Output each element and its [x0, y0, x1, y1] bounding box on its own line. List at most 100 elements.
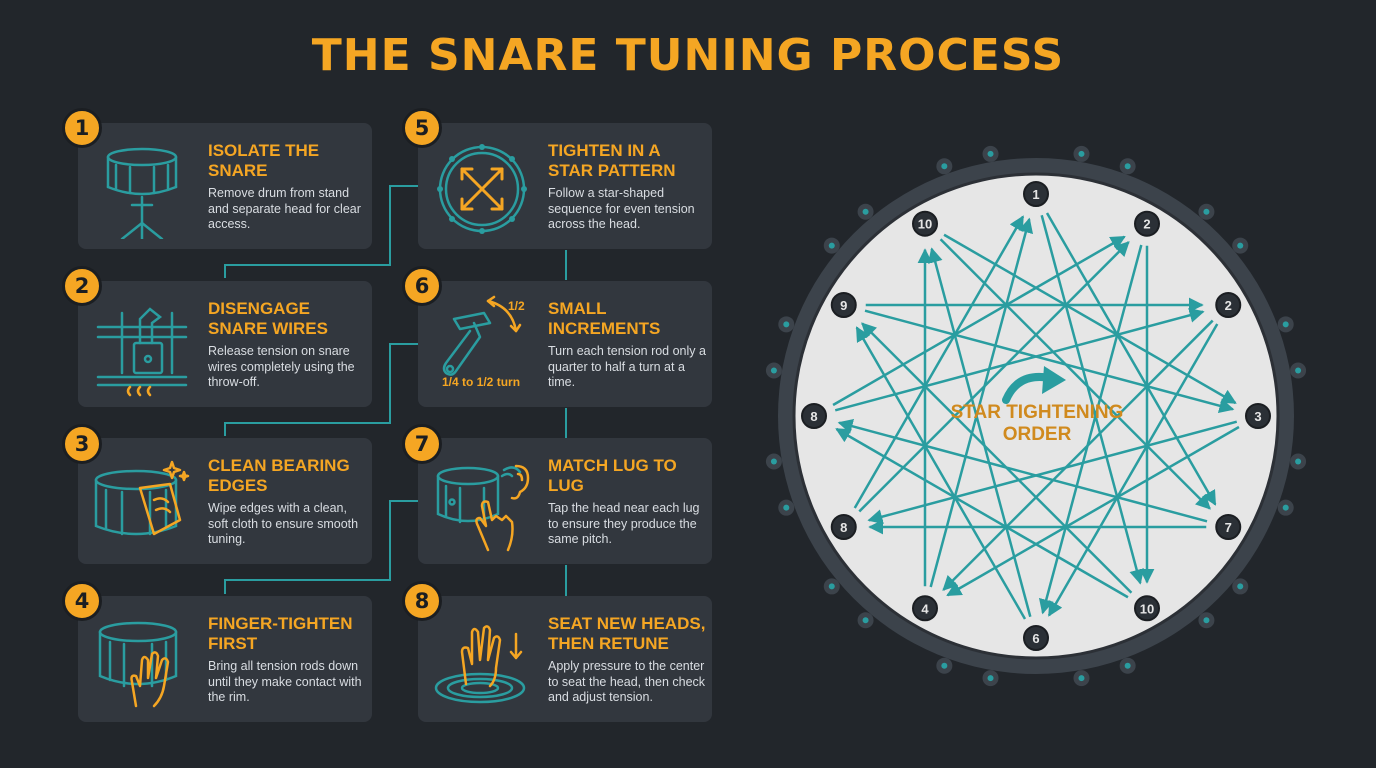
- step-badge-7: 7: [402, 424, 442, 464]
- lug-number: 4: [921, 601, 929, 616]
- lug-number: 3: [1254, 409, 1261, 424]
- rim-tab-dot: [783, 321, 790, 328]
- star-arrow: [861, 322, 1133, 594]
- rim-tab-dot: [1124, 662, 1131, 669]
- step-badge-2: 2: [62, 266, 102, 306]
- drum-head: [792, 172, 1280, 660]
- star-arrow: [1038, 244, 1143, 615]
- step-description: Wipe edges with a clean, soft cloth to e…: [208, 501, 359, 546]
- rim-tab-dot: [1203, 208, 1210, 215]
- snare-on-stand-icon: [106, 147, 178, 239]
- step-card-2: DISENGAGE SNARE WIRES Release tension on…: [78, 281, 372, 407]
- drum-key-icon: [442, 295, 522, 376]
- step-card-5: TIGHTEN IN A STAR PATTERN Follow a star-…: [418, 123, 712, 249]
- rim-tab-dot: [828, 583, 835, 590]
- rim-tab-dot: [770, 458, 777, 465]
- lug-marker: [830, 292, 857, 318]
- drum-center-label: STAR TIGHTENING ORDER: [950, 402, 1124, 445]
- step-card-3: CLEAN BEARING EDGES Wipe edges with a cl…: [78, 438, 372, 564]
- rim-tab-dot: [862, 617, 869, 624]
- step-title: MATCH LUG TO LUG: [548, 456, 677, 495]
- step-title: FINGER-TIGHTEN FIRST: [208, 614, 353, 653]
- rim-tab-dot: [1295, 367, 1302, 374]
- step-badge-1: 1: [62, 108, 102, 148]
- step-badge-3: 3: [62, 424, 102, 464]
- center-arrow-head: [1042, 366, 1066, 394]
- step-card-8: SEAT NEW HEADS, THEN RETUNE Apply pressu…: [418, 596, 712, 722]
- rim-tab-dot: [828, 242, 835, 249]
- star-arrow: [939, 238, 1211, 510]
- rim-tab-dot: [987, 675, 994, 682]
- star-arrow: [943, 233, 1237, 405]
- step-title: SMALL INCREMENTS: [548, 299, 661, 338]
- step-description: Bring all tension rods down until they m…: [208, 659, 362, 704]
- step-title: SEAT NEW HEADS, THEN RETUNE: [548, 614, 706, 653]
- step-badge-5: 5: [402, 108, 442, 148]
- step-badge-6: 6: [402, 266, 442, 306]
- star-arrow: [858, 241, 1130, 513]
- lug-number: 1: [1032, 187, 1039, 202]
- rim-tab-dot: [941, 662, 948, 669]
- lug-marker: [1134, 210, 1160, 237]
- lug-number: 7: [1225, 520, 1232, 535]
- step-description: Apply pressure to the center to seat the…: [548, 659, 706, 704]
- lug-marker: [1215, 514, 1242, 540]
- rim-tab-dot: [862, 208, 869, 215]
- rim-tab-dot: [1124, 163, 1131, 170]
- drum-rim-tabs: [765, 145, 1307, 687]
- press-center-icon: [434, 625, 526, 704]
- step-badge-8: 8: [402, 581, 442, 621]
- rim-tab-dot: [783, 504, 790, 511]
- rim-tab-dot: [1295, 458, 1302, 465]
- rim-tab-dot: [941, 163, 948, 170]
- star-arrow: [942, 319, 1214, 591]
- lug-marker: [912, 595, 938, 622]
- rim-tab-dot: [1078, 150, 1085, 157]
- hand-on-drum-icon: [98, 621, 178, 708]
- star-arrow: [837, 418, 1208, 523]
- lug-marker: [1245, 403, 1271, 429]
- lug-number: 10: [1140, 601, 1154, 616]
- lug-marker: [801, 403, 827, 429]
- cloth-wipe-icon: [94, 460, 190, 536]
- star-arrow: [834, 307, 1205, 412]
- lug-number: 2: [1225, 298, 1232, 313]
- lug-number: 10: [918, 217, 932, 232]
- rim-tab-dot: [987, 150, 994, 157]
- step-description: Remove drum from stand and separate head…: [208, 186, 361, 231]
- step-description: Follow a star-shaped sequence for even t…: [548, 186, 695, 231]
- page-title: THE SNARE TUNING PROCESS: [311, 30, 1065, 81]
- turn-range-label: 1/4 to 1/2 turn: [442, 375, 521, 389]
- rim-tab-dot: [1237, 242, 1244, 249]
- lug-marker: [1023, 181, 1049, 207]
- step-title: ISOLATE THE SNARE: [208, 141, 320, 180]
- lug-marker: [1023, 625, 1049, 651]
- star-arrow: [867, 420, 1238, 525]
- step-card-6: 1/2 1/4 to 1/2 turn SMALL INCREMENTS Tur…: [418, 281, 712, 407]
- lug-marker: [830, 514, 857, 540]
- star-arrow: [832, 235, 1126, 407]
- throw-off-lever-icon: [96, 307, 188, 397]
- lug-number: 2: [1143, 217, 1150, 232]
- lug-marker: [1134, 595, 1160, 622]
- star-arrows-icon: [437, 144, 527, 234]
- lug-marker: [1215, 292, 1242, 318]
- rim-tab-dot: [1203, 617, 1210, 624]
- step-description: Release tension on snare wires completel…: [208, 344, 355, 389]
- step-title: TIGHTEN IN A STAR PATTERN: [548, 141, 676, 180]
- step-badge-4: 4: [62, 581, 102, 621]
- star-arrow: [927, 247, 1032, 618]
- rim-tab-dot: [1078, 675, 1085, 682]
- step-title: DISENGAGE SNARE WIRES: [208, 299, 328, 338]
- step-description: Tap the head near each lug to ensure the…: [548, 501, 700, 546]
- step-card-7: MATCH LUG TO LUG Tap the head near each …: [418, 438, 712, 564]
- lug-marker: [912, 210, 938, 237]
- tap-and-listen-icon: [436, 464, 530, 552]
- star-arrow: [864, 309, 1235, 414]
- rim-tab-dot: [1237, 583, 1244, 590]
- step-description: Turn each tension rod only a quarter to …: [548, 344, 706, 389]
- lug-number: 8: [840, 520, 847, 535]
- star-arrow: [929, 217, 1034, 588]
